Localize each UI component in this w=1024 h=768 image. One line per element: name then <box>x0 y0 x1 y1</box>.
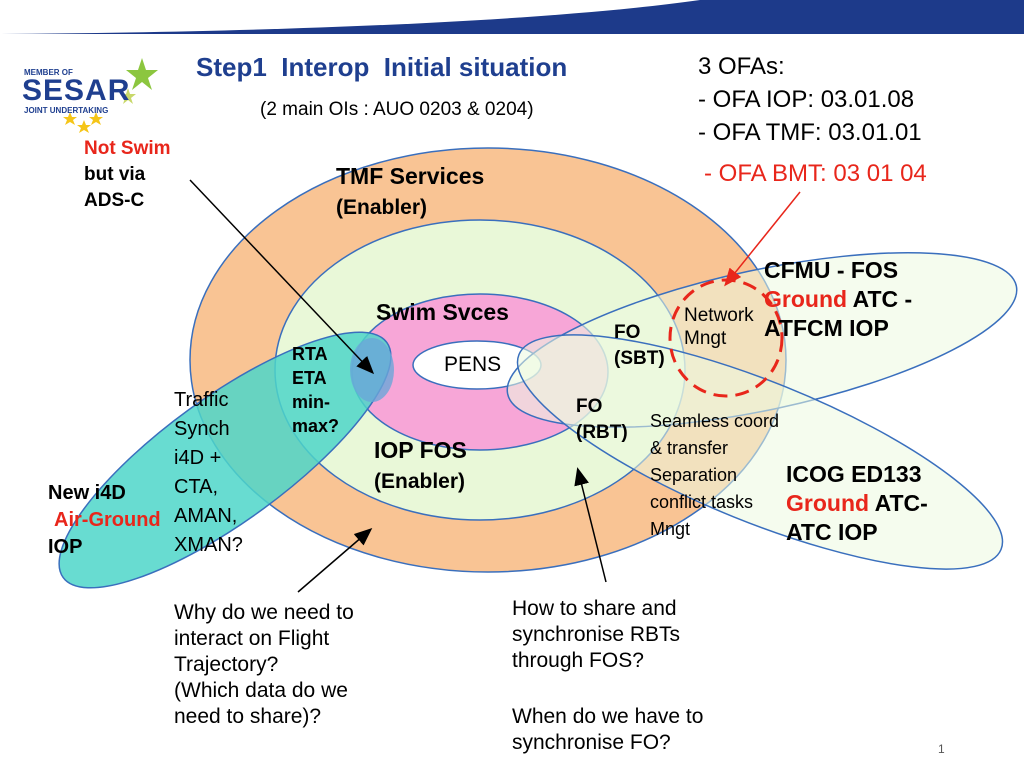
rta-line-2: ETA <box>292 368 327 388</box>
question-how-share: How to share and synchronise RBTs throug… <box>512 596 680 674</box>
q3-line-2: synchronise FO? <box>512 731 671 754</box>
fo-rbt-line-2: (RBT) <box>576 422 628 443</box>
overlap-highlight <box>350 338 394 402</box>
new-i4d-line-3: IOP <box>48 536 83 558</box>
note-not-swim: Not Swim <box>84 138 171 159</box>
swim-svces-label: Swim Svces <box>376 299 509 325</box>
logo-star-small-1 <box>120 88 136 104</box>
cfmu-label: CFMU - FOS Ground ATC - ATFCM IOP <box>764 256 912 343</box>
icog-line-1: ICOG ED133 <box>786 461 922 487</box>
fo-rbt-label: FO (RBT) <box>576 394 628 446</box>
traffic-line-1: Traffic <box>174 389 229 411</box>
seamless-line-4: conflict tasks <box>650 492 754 512</box>
logo-star-small-3 <box>63 112 77 125</box>
traffic-line-4: CTA, <box>174 476 219 498</box>
arrow-ofa-bmt <box>724 191 801 287</box>
seamless-line-5: Mngt <box>650 519 691 539</box>
question-when-sync: When do we have to synchronise FO? <box>512 704 703 756</box>
q1-line-3: Trajectory? <box>174 653 279 676</box>
fo-sbt-line-2: (SBT) <box>614 348 665 369</box>
fo-rbt-line-1: FO <box>576 396 603 417</box>
cfmu-atc: ATC - <box>847 286 913 312</box>
q2-line-1: How to share and <box>512 597 677 620</box>
logo-member-of: MEMBER OF <box>24 68 73 77</box>
q1-line-2: interact on Flight <box>174 627 330 650</box>
new-i4d-line-1: New i4D <box>48 482 126 504</box>
cfmu-line-3: ATFCM IOP <box>764 315 889 341</box>
icog-ellipse <box>516 334 1004 570</box>
network-mngt-label: Network Mngt <box>684 304 754 350</box>
fo-sbt-line-1: FO <box>614 322 641 343</box>
traffic-line-2: Synch <box>174 418 230 440</box>
page-number: 1 <box>938 742 945 756</box>
page-subtitle: (2 main OIs : AUO 0203 & 0204) <box>260 99 534 120</box>
icog-atc: ATC- <box>869 490 928 516</box>
network-line-1: Network <box>684 305 754 326</box>
new-i4d-label: New i4D Air-Ground IOP <box>48 480 161 561</box>
logo-star-green <box>126 58 158 90</box>
arrow-not-swim <box>189 179 375 375</box>
tmf-services-sub: (Enabler) <box>336 196 428 219</box>
logo-star-small-2 <box>89 112 103 125</box>
rta-line-1: RTA <box>292 344 328 364</box>
new-i4d-ellipse <box>58 331 392 589</box>
page-title: Step1 Interop Initial situation <box>196 52 568 82</box>
iop-fos-sub: (Enabler) <box>374 470 466 493</box>
cfmu-line-2: Ground ATC - <box>764 285 912 314</box>
logo-joint-undertaking: JOINT UNDERTAKING <box>24 106 109 115</box>
q1-line-4: (Which data do we <box>174 679 348 702</box>
rta-line-3: min- <box>292 392 330 412</box>
tmf-services-title: TMF Services <box>336 163 485 189</box>
iop-fos-title: IOP FOS <box>374 437 467 463</box>
new-i4d-line-2: Air-Ground <box>54 509 161 531</box>
cfmu-ground: Ground <box>764 286 848 312</box>
traffic-line-3: i4D + <box>174 447 222 469</box>
q2-line-3: through FOS? <box>512 649 644 672</box>
icog-line-3: ATC IOP <box>786 519 878 545</box>
traffic-line-5: AMAN, <box>174 505 238 527</box>
note-but-via: but via <box>84 164 146 185</box>
rta-eta-label: RTA ETA min- max? <box>292 342 339 438</box>
icog-ground: Ground <box>786 490 870 516</box>
arrow-why-interact <box>297 528 373 593</box>
ofa-iop: - OFA IOP: 03.01.08 <box>698 86 915 113</box>
logo-star-small-4 <box>77 120 91 133</box>
q1-line-5: need to share)? <box>174 705 322 728</box>
header-white-curve <box>0 0 700 34</box>
ofa-heading: 3 OFAs: <box>698 53 785 80</box>
network-line-2: Mngt <box>684 328 727 349</box>
ofa-tmf: - OFA TMF: 03.01.01 <box>698 119 922 146</box>
ofa-bmt: - OFA BMT: 03 01 04 <box>704 160 927 187</box>
icog-label: ICOG ED133 Ground ATC- ATC IOP <box>786 460 928 547</box>
arrow-how-share <box>574 467 607 583</box>
fo-sbt-label: FO (SBT) <box>614 320 665 372</box>
q2-line-2: synchronise RBTs <box>512 623 681 646</box>
seamless-line-3: Separation <box>650 465 738 485</box>
pens-label: PENS <box>444 353 502 376</box>
q3-line-1: When do we have to <box>512 705 704 728</box>
q1-line-1: Why do we need to <box>174 601 354 624</box>
logo-sesar: SESAR <box>22 74 131 107</box>
seamless-line-1: Seamless coord <box>650 411 780 431</box>
note-ads-c: ADS-C <box>84 190 145 211</box>
traffic-line-6: XMAN? <box>174 534 243 556</box>
question-why-interact: Why do we need to interact on Flight Tra… <box>174 600 354 730</box>
rta-line-4: max? <box>292 416 340 436</box>
seamless-line-2: & transfer <box>650 438 729 458</box>
cfmu-line-1: CFMU - FOS <box>764 257 899 283</box>
traffic-synch-label: Traffic Synch i4D + CTA, AMAN, XMAN? <box>174 386 243 560</box>
icog-line-2: Ground ATC- <box>786 489 928 518</box>
seamless-label: Seamless coord & transfer Separation con… <box>650 408 779 543</box>
